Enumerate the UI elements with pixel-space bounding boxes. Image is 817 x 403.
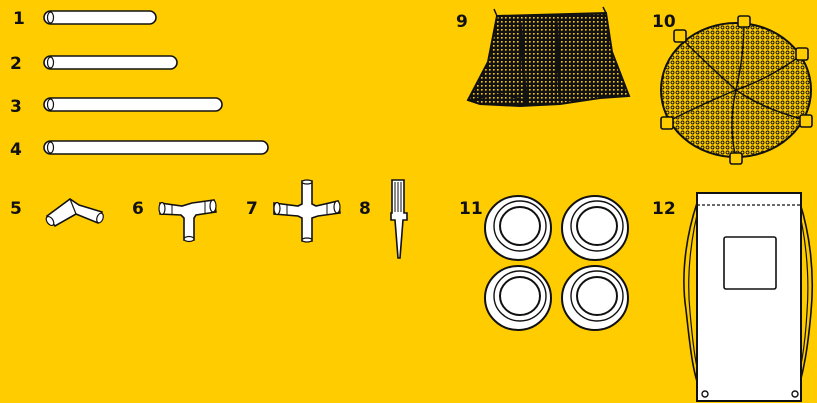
pole-short-icon	[44, 11, 156, 24]
cross-connector-icon	[274, 180, 340, 242]
pole-long-icon	[44, 98, 222, 111]
part-number-9: 9	[456, 12, 468, 32]
part-number-3: 3	[10, 97, 22, 117]
foot-pad-1	[485, 196, 551, 260]
part-number-12: 12	[652, 199, 676, 219]
part-number-6: 6	[132, 199, 144, 219]
part-number-8: 8	[359, 199, 371, 219]
part-number-1: 1	[13, 9, 25, 29]
elbow-connector-icon	[45, 199, 105, 227]
ground-stake-icon	[391, 180, 407, 258]
foot-pad-4	[562, 266, 628, 330]
foot-pad-2	[562, 196, 628, 260]
part-number-11: 11	[459, 199, 483, 219]
net-panel-icon	[468, 7, 629, 106]
part-number-10: 10	[652, 12, 676, 32]
drawstring-bag-icon	[684, 193, 812, 401]
part-number-2: 2	[10, 54, 22, 74]
part-number-5: 5	[10, 199, 22, 219]
pole-medium-icon	[44, 56, 177, 69]
round-net-icon	[661, 16, 812, 164]
foot-pad-icon	[485, 196, 628, 330]
pole-extra-long-icon	[44, 141, 268, 154]
foot-pad-3	[485, 266, 551, 330]
part-number-7: 7	[246, 199, 258, 219]
tee-connector-icon	[159, 200, 216, 242]
part-number-4: 4	[10, 140, 22, 160]
